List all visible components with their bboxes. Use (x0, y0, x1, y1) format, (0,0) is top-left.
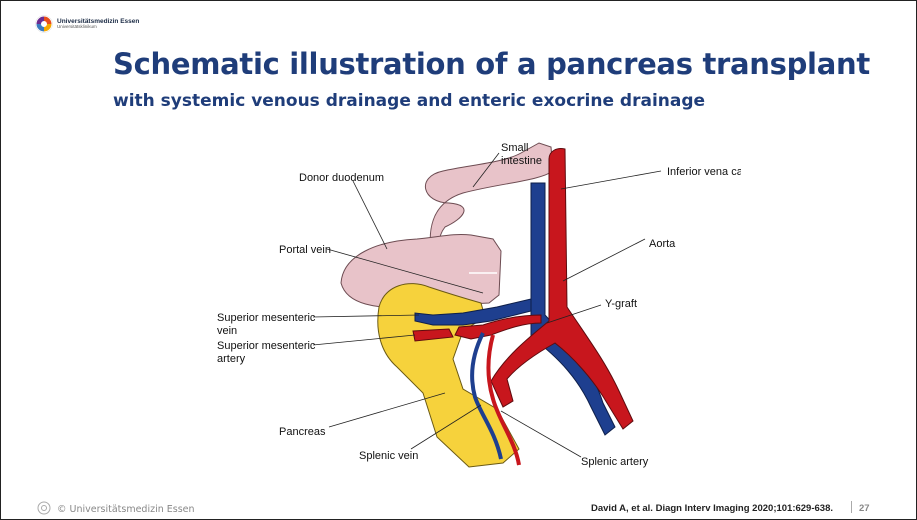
university-logo-icon (35, 15, 53, 33)
label-aorta: Aorta (649, 238, 676, 250)
aorta-shape (491, 148, 633, 429)
footer-separator (851, 501, 852, 513)
university-logo: Universitätsmedizin Essen Universitätskl… (35, 15, 139, 33)
label-sup-mes-vein-1: Superior mesenteric (217, 312, 316, 324)
label-sup-mes-artery-2: artery (217, 353, 246, 365)
label-pancreas: Pancreas (279, 426, 326, 438)
label-portal-vein: Portal vein (279, 244, 331, 256)
slide-subtitle: with systemic venous drainage and enteri… (113, 91, 705, 111)
label-splenic-artery: Splenic artery (581, 456, 649, 468)
label-small-intestine-1: Small (501, 142, 529, 154)
label-small-intestine-2: intestine (501, 155, 542, 167)
footer-citation: David A, et al. Diagn Interv Imaging 202… (591, 503, 833, 514)
slide-title: Schematic illustration of a pancreas tra… (113, 47, 870, 81)
label-sup-mes-artery-1: Superior mesenteric (217, 340, 316, 352)
page-number: 27 (859, 503, 870, 514)
label-splenic-vein: Splenic vein (359, 450, 418, 462)
label-donor-duodenum: Donor duodenum (299, 172, 384, 184)
logo-subtitle: Universitätsklinikum (57, 25, 139, 30)
inferior-vena-cava-shape (531, 183, 615, 435)
footer-copyright: © Universitätsmedizin Essen (57, 504, 195, 515)
label-inferior-vena-cava: Inferior vena cava (667, 166, 741, 178)
pancreas-transplant-diagram: Small intestine Donor duodenum Inferior … (201, 131, 741, 476)
label-y-graft: Y-graft (605, 298, 637, 310)
label-sup-mes-vein-2: vein (217, 325, 237, 337)
university-footer-icon (37, 501, 51, 515)
